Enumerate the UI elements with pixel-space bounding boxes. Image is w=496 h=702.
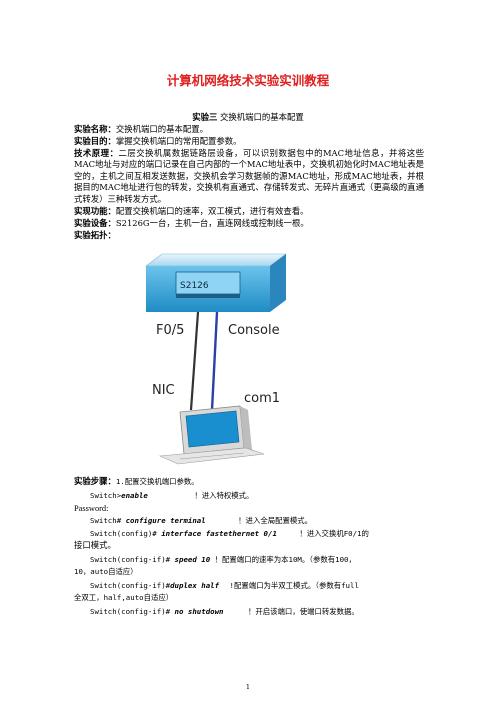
cli-command: configure terminal [125, 516, 206, 525]
principle-text: 二层交换机属数据链路层设备，可以识别数据包中的MAC地址信息，并将这些MAC地址… [74, 148, 425, 204]
cli-prompt: Switch(config-if)# [90, 607, 171, 616]
cli-comment: !配置端口为半双工模式。（参数有full [229, 581, 359, 590]
console-label: Console [228, 323, 280, 338]
purpose-row: 实验目的：掌握交换机端口的常用配置参数。 [74, 136, 242, 148]
equipment-row: 实验设备：S2126G一台，主机一台，直连网线或控制线一根。 [74, 218, 309, 230]
function-label: 实现功能： [74, 206, 116, 216]
port-f05-label: F0/5 [156, 323, 184, 338]
cli-comment: ！进入全局配置模式。 [238, 516, 313, 525]
cli-prompt: Switch(config)# [90, 529, 157, 538]
step-line-duplex: Switch(config-if)#duplex half !配置端口为半双工模… [90, 580, 359, 592]
step-line-speed-cont: 10，auto自适应） [74, 567, 138, 576]
nic-label: NIC [152, 383, 175, 398]
cli-command: duplex half [170, 581, 220, 590]
step-line-duplex-cont: 全双工，half,auto自适应） [74, 593, 174, 602]
experiment-name-label: 实验名称： [74, 124, 116, 134]
steps-intro: 1.配置交换机端口参数。 [115, 477, 199, 486]
subtitle-label: 实验三 [192, 112, 218, 122]
computer-icon [158, 405, 265, 465]
cli-comment: ！进入特权模式。 [194, 491, 254, 500]
step-line-noshutdown: Switch(config-if)# no shutdown ！开启该端口，使端… [90, 606, 359, 618]
cli-prompt: Switch(config-if)# [90, 555, 171, 564]
cli-comment: ！开启该端口，使端口转发数据。 [247, 607, 359, 616]
switch-label: S2126 [180, 281, 209, 291]
switch-icon [145, 253, 287, 312]
function-text: 配置交换机端口的速率，双工模式，进行有效查看。 [115, 206, 309, 216]
cli-prompt: Switch# [90, 516, 122, 525]
cli-prompt: Password: [74, 504, 109, 513]
com1-label: com1 [244, 391, 280, 406]
cli-command: interface fastethernet 0/1 [161, 529, 277, 538]
topology-diagram: S2126 F0/5 Console NIC com1 [145, 253, 287, 465]
step-line-enable: Switch>enable ！进入特权模式。 [90, 490, 253, 502]
cli-comment: ！配置端口的速率为本10M。（参数有100， [214, 555, 356, 564]
topology-label: 实验拓扑： [74, 230, 116, 240]
principle-label: 技术原理： [74, 148, 119, 158]
step-line-configure: Switch# configure terminal ！进入全局配置模式。 [90, 515, 312, 527]
step-line-interface: Switch(config)# interface fastethernet 0… [90, 528, 369, 540]
topology-row: 实验拓扑： [74, 230, 116, 242]
cli-command: enable [121, 491, 148, 500]
experiment-subtitle: 实验三 交换机端口的基本配置 [0, 111, 496, 123]
cli-comment: ！进入交换机F0/1的 [299, 529, 369, 538]
experiment-name-text: 交换机端口的基本配置。 [115, 124, 208, 134]
ethernet-cable [189, 311, 200, 411]
cli-prompt: Switch> [90, 491, 122, 500]
purpose-label: 实验目的： [74, 136, 116, 146]
principle-paragraph: 技术原理：二层交换机属数据链路层设备，可以识别数据包中的MAC地址信息，并将这些… [74, 148, 424, 205]
step-line-speed: Switch(config-if)# speed 10 ！配置端口的速率为本10… [90, 554, 356, 566]
subtitle-text: 交换机端口的基本配置 [220, 112, 304, 122]
cli-command: no shutdown [174, 607, 224, 616]
function-row: 实现功能：配置交换机端口的速率，双工模式，进行有效查看。 [74, 206, 309, 218]
equipment-label: 实验设备： [74, 218, 116, 228]
cli-command: speed 10 [174, 555, 211, 564]
step-line-interface-cont: 接口模式。 [74, 540, 116, 550]
steps-label: 实验步骤： [74, 476, 116, 486]
cli-prompt: Switch(config-if)# [90, 581, 171, 590]
step-line-password: Password: [74, 503, 108, 515]
experiment-name-row: 实验名称：交换机端口的基本配置。 [74, 124, 208, 136]
equipment-text: S2126G一台，主机一台，直连网线或控制线一根。 [115, 218, 309, 228]
purpose-text: 掌握交换机端口的常用配置参数。 [115, 136, 242, 146]
steps-row: 实验步骤：1.配置交换机端口参数。 [74, 476, 199, 488]
document-title: 计算机网络技术实验实训教程 [166, 73, 330, 88]
console-cable [210, 311, 219, 411]
page-number: 1 [245, 683, 251, 691]
